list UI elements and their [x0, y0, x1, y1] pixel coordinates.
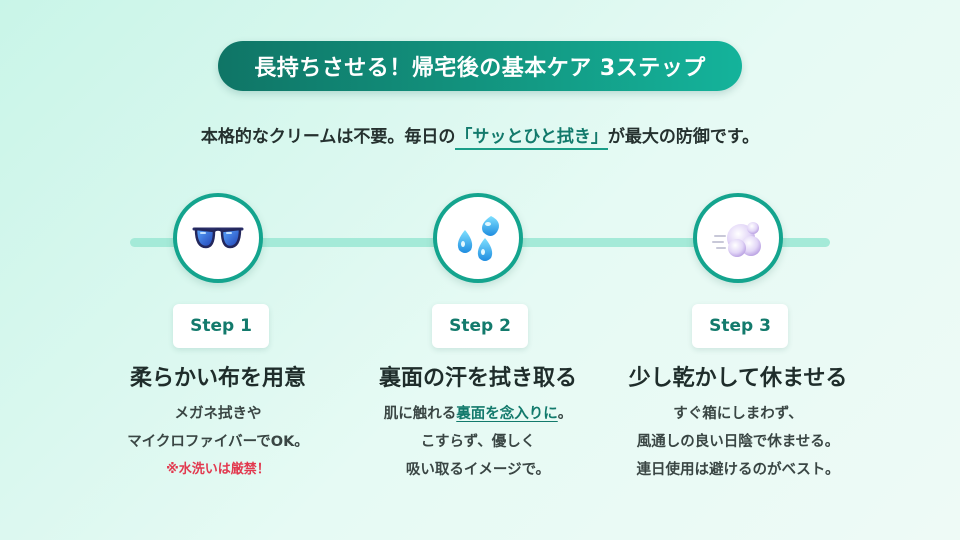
step-2-desc-line-3: 吸い取るイメージで。	[405, 462, 551, 478]
step-1-warning: ※水洗いは厳禁！	[166, 462, 270, 477]
step-3-desc-line-3: 連日使用は避けるのがベスト。	[636, 462, 840, 478]
page-title: 長持ちさせる！帰宅後の基本ケア 3ステップ	[218, 41, 742, 91]
subtitle-highlight: 「サッとひと拭き」	[455, 127, 608, 150]
step-1-description: メガネ拭きや マイクロファイバーでOK。 ※水洗いは厳禁！	[78, 400, 358, 484]
step-2-badge: Step 2	[432, 304, 528, 348]
step-1-badge: Step 1	[173, 304, 269, 348]
step-3-description: すぐ箱にしまわず、 風通しの良い日陰で休ませる。 連日使用は避けるのがベスト。	[598, 400, 878, 484]
step-1-desc-line-2: マイクロファイバーでOK。	[127, 434, 309, 450]
step-1-title: 柔らかい布を用意	[129, 366, 306, 391]
subtitle: 本格的なクリームは不要。毎日の「サッとひと拭き」が最大の防御です。	[0, 122, 960, 150]
step-3-badge: Step 3	[692, 304, 788, 348]
step-2-icon-circle	[433, 193, 523, 283]
step-3-icon-circle	[693, 193, 783, 283]
step-3-desc-line-2: 風通しの良い日陰で休ませる。	[636, 434, 840, 450]
dash-cloud-icon	[712, 222, 761, 257]
sunglasses-icon	[192, 227, 244, 249]
step-1-desc-line-1: メガネ拭きや	[174, 406, 262, 422]
step-2-desc-emphasis: 裏面を念入りに	[456, 406, 558, 422]
sweat-droplets-icon	[457, 216, 499, 261]
step-2-description: 肌に触れる裏面を念入りに。 こすらず、優しく 吸い取るイメージで。	[338, 400, 618, 484]
step-3-desc-line-1: すぐ箱にしまわず、	[673, 406, 803, 422]
subtitle-lead: 本格的なクリームは不要。毎日の	[200, 127, 456, 147]
step-3-title: 少し乾かして休ませる	[628, 366, 848, 391]
step-1-icon-circle	[173, 193, 263, 283]
subtitle-tail: が最大の防御です。	[607, 127, 760, 147]
step-2-desc-period: 。	[557, 406, 573, 422]
step-2-desc-line-1: 肌に触れる裏面を念入りに。	[338, 400, 618, 428]
step-2-desc-lead: 肌に触れる	[383, 406, 457, 422]
step-2-desc-line-2: こすらず、優しく	[420, 434, 536, 450]
step-2-title: 裏面の汗を拭き取る	[378, 366, 577, 391]
